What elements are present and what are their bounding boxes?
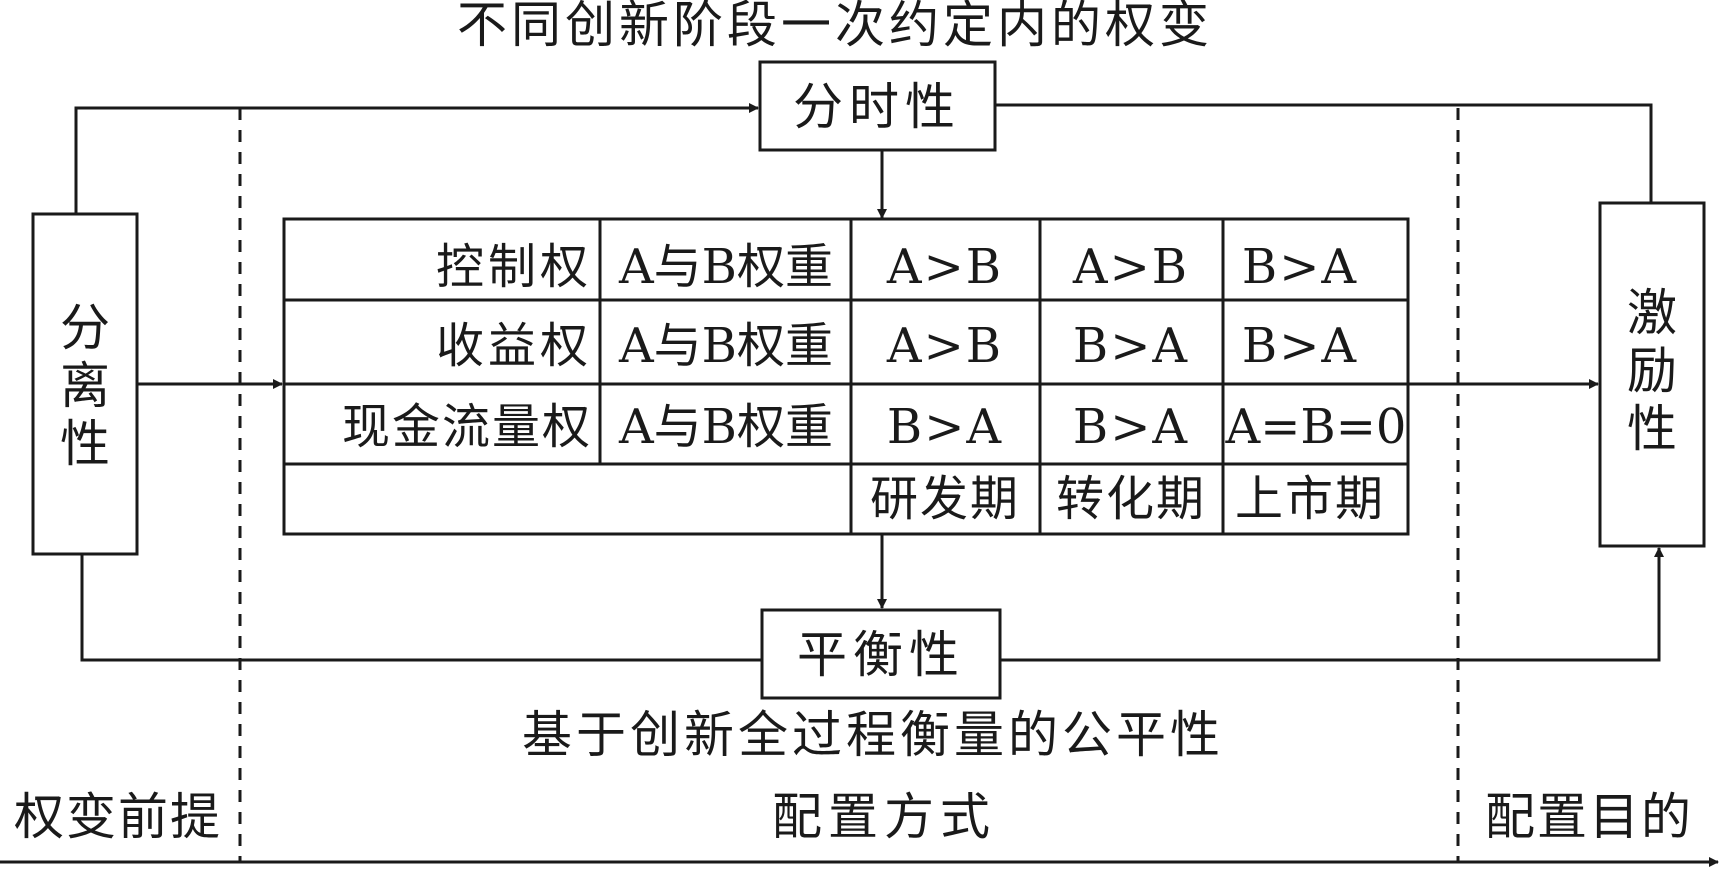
row-control-rd: A>B [886,239,1003,295]
connector-top-to-right [995,103,1653,203]
row-label-cashflow: 现金流量权 [342,399,592,455]
incentive-char-2: 励 [1627,342,1677,400]
bottom-title: 基于创新全过程衡量的公平性 [522,706,1224,764]
incentive-char-1: 激 [1627,284,1677,342]
row-cashflow-transform: B>A [1073,399,1189,455]
row-weight-revenue: A与B权重 [618,318,833,374]
row-revenue-listing: B>A [1242,318,1358,374]
phase-listing: 上市期 [1235,471,1385,527]
phase-transform: 转化期 [1056,471,1206,527]
row-cashflow-listing: A=B=0 [1225,399,1407,455]
axis-section-goal: 配置目的 [1485,788,1693,846]
separation-box [31,212,139,556]
balance-label: 平衡性 [797,626,965,684]
balance-box [760,608,1002,700]
connector-left-to-top [74,103,759,214]
row-weight-control: A与B权重 [618,239,833,295]
incentive-box [1598,201,1706,548]
row-label-control: 控制权 [436,239,592,295]
connector-left-to-bottom [80,554,762,662]
connector-bottom-to-right [1000,547,1664,662]
table-border [282,217,1410,536]
incentive-label: 激励性 [1627,284,1677,458]
row-label-revenue: 收益权 [436,318,592,374]
rights-table: 控制权 A与B权重 A>B A>B B>A 收益权 A与B权重 A>B B>A … [282,217,1410,536]
separation-char-1: 分 [60,299,110,357]
top-title: 不同创新阶段一次约定内的权变 [457,0,1213,54]
row-cashflow-rd: B>A [887,399,1003,455]
time-sharing-box [758,60,997,152]
axis-section-method: 配置方式 [772,788,996,846]
row-revenue-rd: A>B [886,318,1003,374]
separation-char-2: 离 [60,357,110,415]
row-control-transform: A>B [1072,239,1189,295]
row-weight-cashflow: A与B权重 [618,399,833,455]
row-control-listing: B>A [1242,239,1358,295]
axis-section-premise: 权变前提 [14,788,222,846]
row-revenue-transform: B>A [1073,318,1189,374]
separation-label: 分离性 [60,299,110,473]
separation-char-3: 性 [60,415,110,473]
incentive-char-3: 性 [1627,400,1677,458]
time-sharing-label: 分时性 [793,78,961,136]
phase-rd: 研发期 [870,471,1020,527]
